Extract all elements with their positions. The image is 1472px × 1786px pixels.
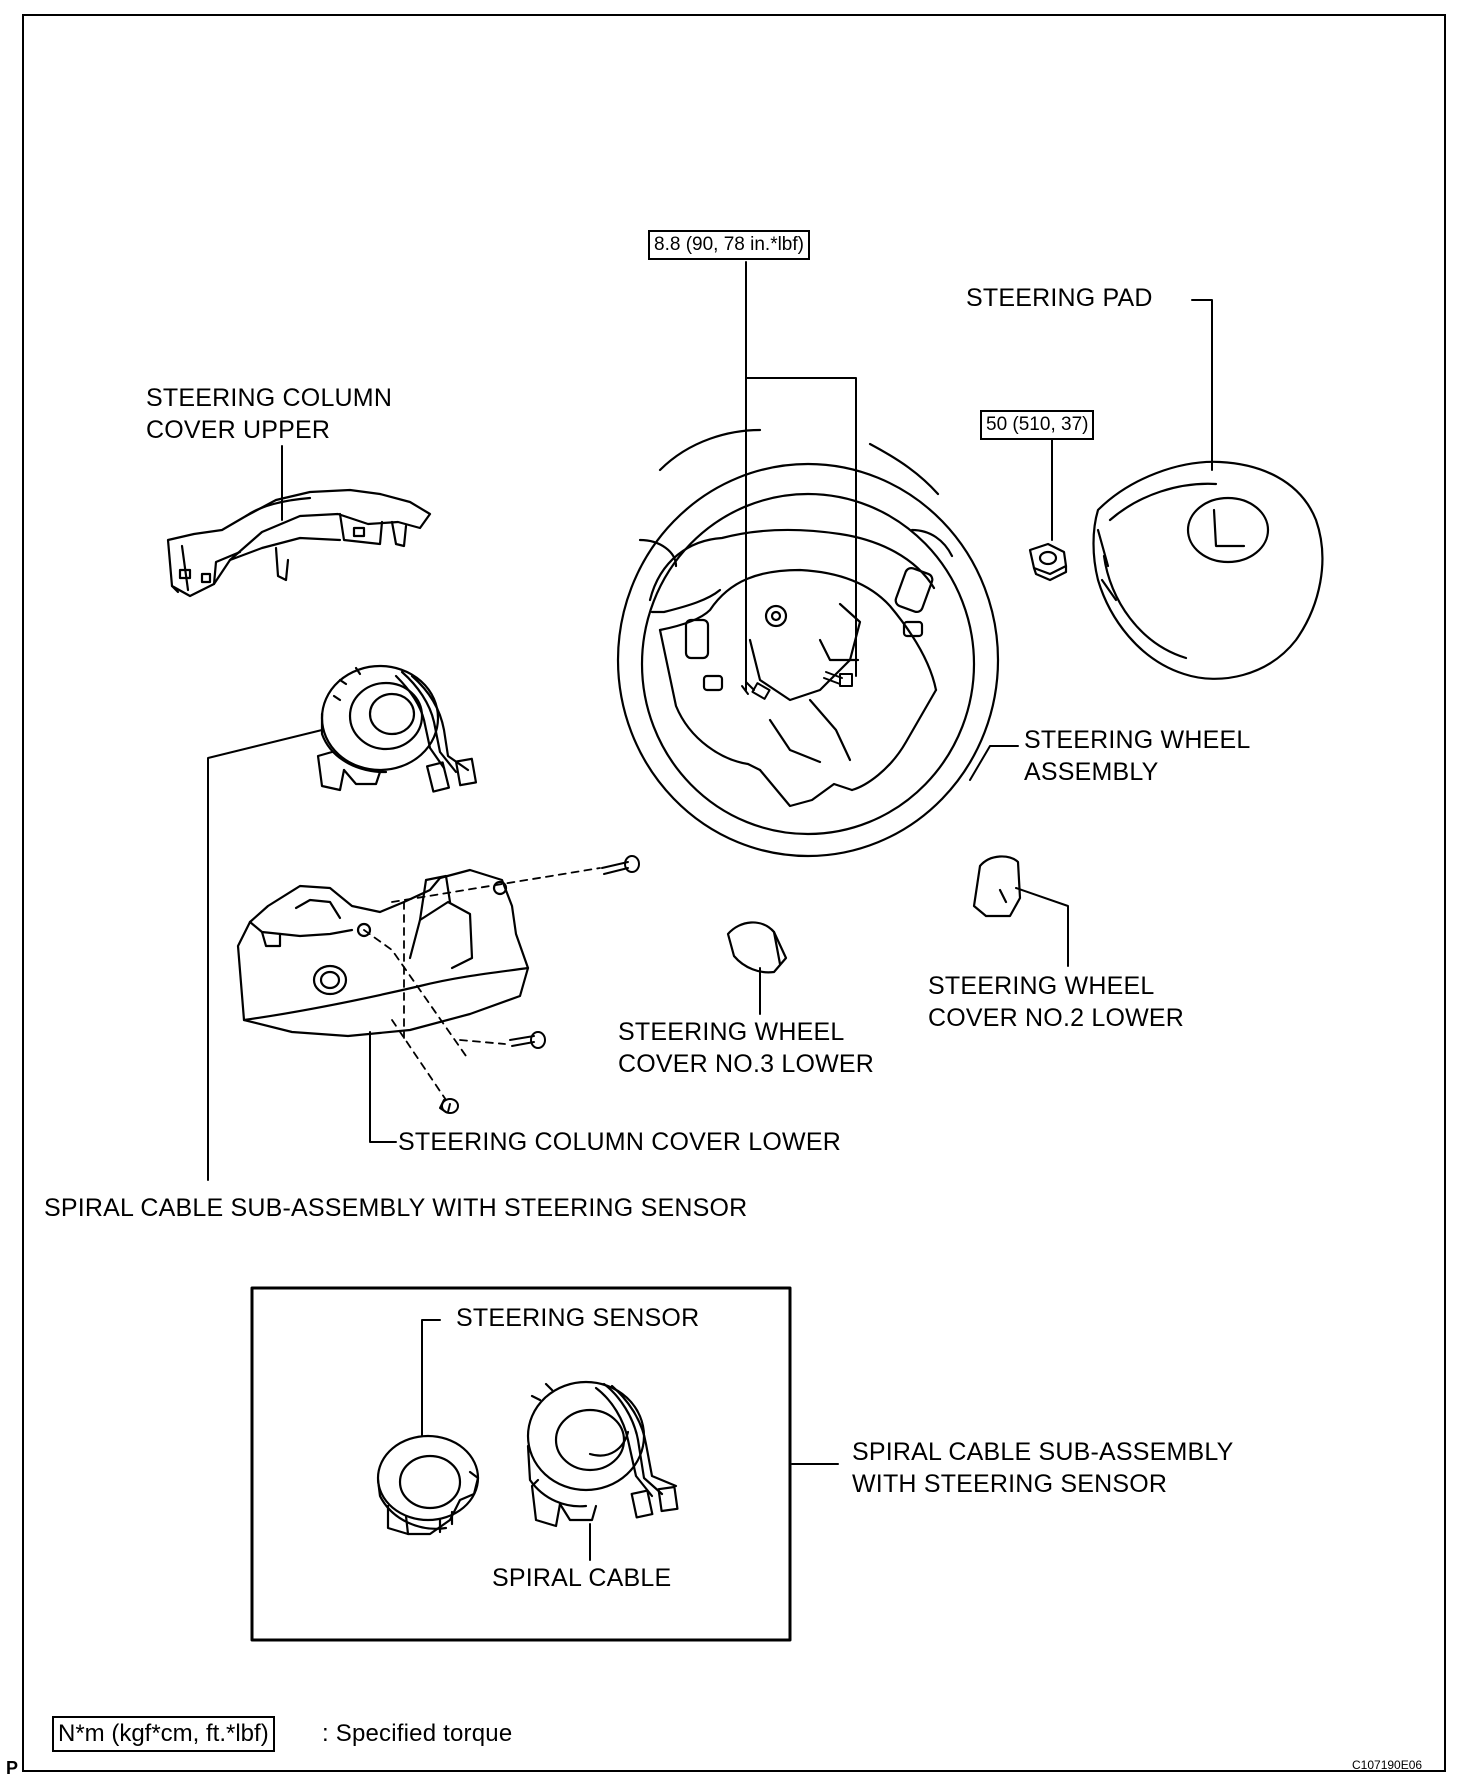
torque-spec-wheel-nut: 50 (510, 37) [980,410,1095,440]
wheel-cover-no3-drawing [726,921,788,974]
label-steering-sensor: STEERING SENSOR [456,1304,700,1332]
steering-wheel-nut [1028,542,1068,582]
legend-text: : Specified torque [322,1720,513,1747]
figure-code: C107190E06 [1352,1758,1423,1772]
spiral-cable-drawing [316,664,478,793]
label-spiral-cable-with-sensor-detail: SPIRAL CABLE SUB-ASSEMBLY WITH STEERING … [852,1438,1234,1498]
label-wheel-cover-no2-lower: STEERING WHEEL COVER NO.2 LOWER [928,972,1185,1032]
detail-box [250,1286,792,1642]
detail-spiral-cable-drawing [526,1380,679,1528]
column-cover-lower-drawing [236,868,530,1038]
label-column-cover-upper: STEERING COLUMN COVER UPPER [146,384,393,444]
label-spiral-cable: SPIRAL CABLE [492,1564,672,1592]
column-cover-upper-drawing [166,488,432,598]
steering-wheel-drawing [616,428,1000,858]
label-spiral-cable-with-sensor: SPIRAL CABLE SUB-ASSEMBLY WITH STEERING … [44,1194,748,1222]
label-wheel-cover-no3-lower: STEERING WHEEL COVER NO.3 LOWER [618,1018,875,1078]
wheel-cover-no2-drawing [972,855,1022,918]
label-column-cover-lower: STEERING COLUMN COVER LOWER [398,1128,841,1156]
corner-mark: P [6,1758,19,1778]
steering-sensor-drawing [376,1434,480,1536]
label-steering-pad: STEERING PAD [966,284,1153,312]
steering-pad-drawing [1092,460,1324,680]
column-screws [439,855,640,1114]
diagram-frame [22,14,1446,1772]
label-steering-wheel-assembly: STEERING WHEEL ASSEMBLY [1024,726,1251,786]
torque-spec-wheel-bolts: 8.8 (90, 78 in.*lbf) [648,230,810,260]
legend-torque-box: N*m (kgf*cm, ft.*lbf) [52,1716,275,1752]
